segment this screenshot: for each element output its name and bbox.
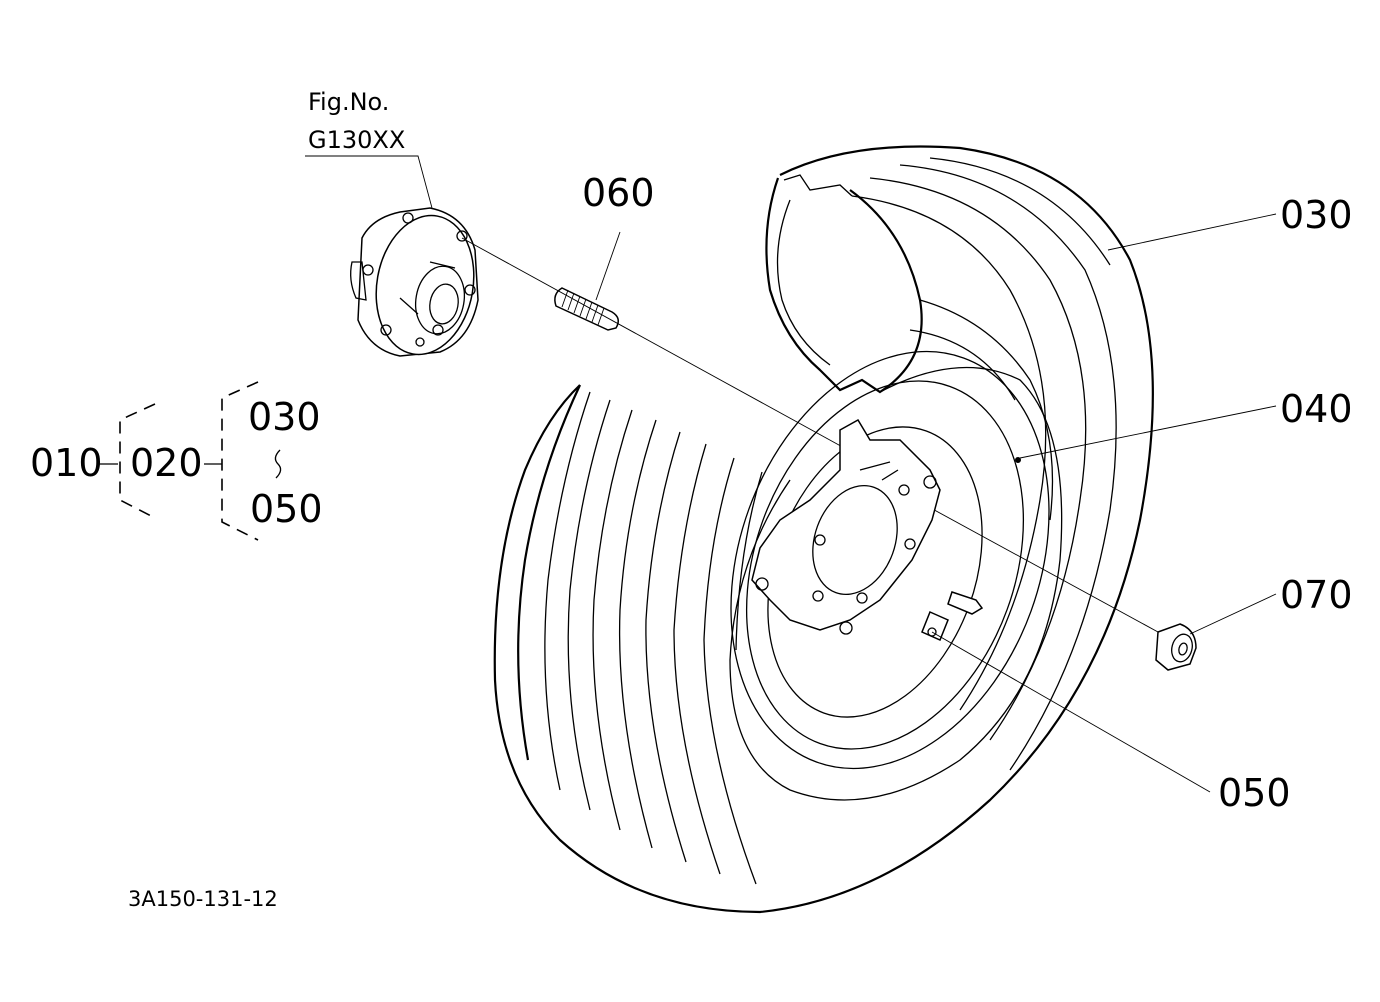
fig-no-label: Fig.No.: [308, 88, 389, 116]
hierarchy-range-start: 030: [248, 395, 321, 439]
hierarchy-range-end: 050: [250, 487, 323, 531]
callout-030-leader: [1107, 213, 1277, 251]
callout-040-leader: [1019, 405, 1277, 459]
callout-040: 040: [1280, 387, 1353, 431]
callout-060-leader: [595, 231, 621, 301]
callout-060: 060: [582, 171, 655, 215]
callout-070: 070: [1280, 573, 1353, 617]
tire-030: [493, 145, 1154, 914]
rim-040: [730, 350, 1050, 770]
fig-no-number: G130XX: [308, 126, 405, 154]
wheel-nut-070: [1155, 623, 1197, 671]
fig-no-leader: [305, 155, 433, 209]
callout-030: 030: [1280, 193, 1353, 237]
hierarchy-bracket-2: [221, 381, 259, 541]
nut-axis-line: [915, 499, 1159, 633]
callout-070-leader: [1189, 593, 1277, 635]
wheel-stud-060: [554, 287, 619, 331]
callout-050: 050: [1218, 771, 1291, 815]
hierarchy-root: 010: [30, 441, 103, 485]
hierarchy-assembly: 020: [130, 441, 203, 485]
assembly-hierarchy: 010 020 030 050: [30, 381, 323, 541]
hierarchy-range-separator-glyph: [274, 449, 282, 479]
assembly-axis-line: [461, 237, 849, 451]
drawing-code: 3A150-131-12: [128, 887, 278, 911]
wheel-hub: [350, 207, 479, 357]
callout-050-leader: [931, 631, 1211, 793]
